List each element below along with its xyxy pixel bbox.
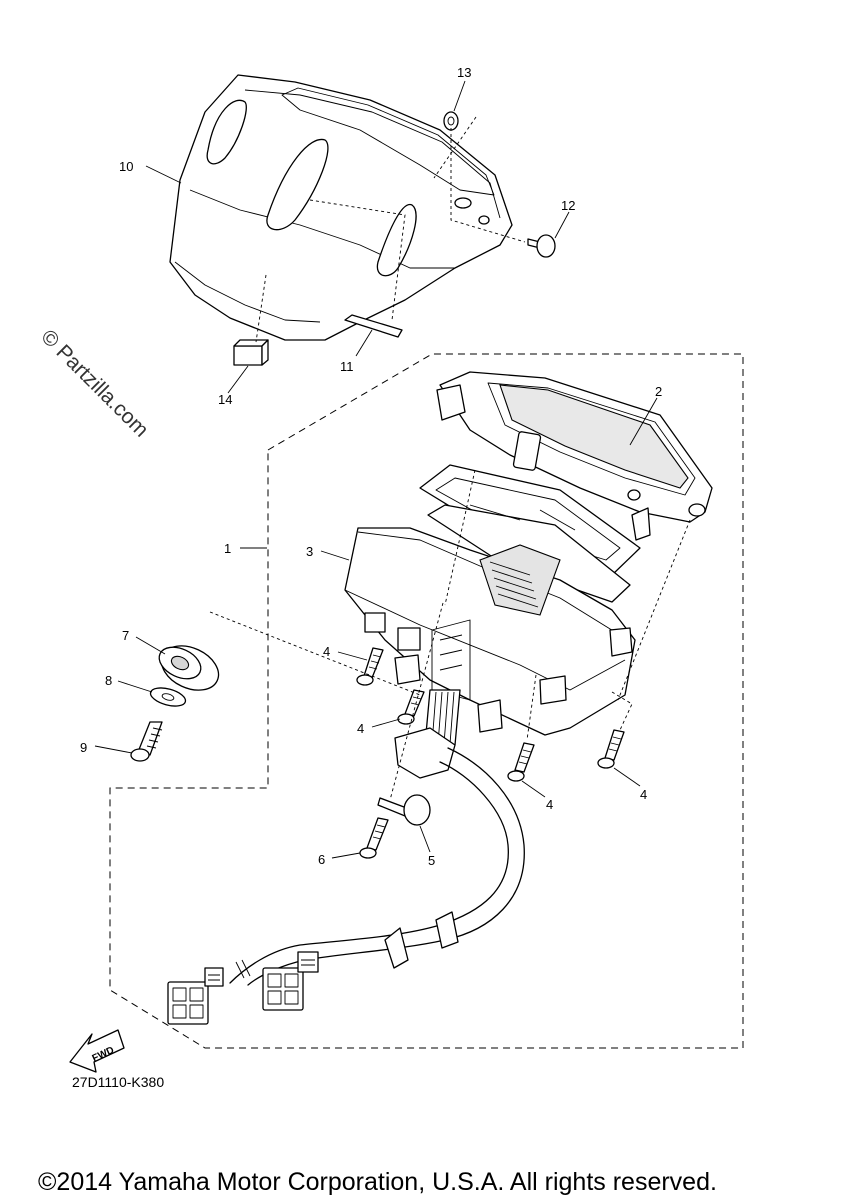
callout-8: 8 <box>105 673 112 688</box>
guide-line <box>611 691 633 731</box>
pad-strip[interactable] <box>344 314 403 338</box>
rubber-damper[interactable] <box>154 637 225 699</box>
meter-cover[interactable] <box>169 74 513 341</box>
screw-4a[interactable] <box>356 647 384 686</box>
leader-14 <box>227 365 249 394</box>
wire-break-marks <box>235 959 251 979</box>
callout-9: 9 <box>80 740 87 755</box>
guide-line <box>444 469 476 606</box>
screw-4c[interactable] <box>507 742 535 782</box>
forward-direction-arrow: FWD <box>69 1029 125 1073</box>
callout-4: 4 <box>323 644 330 659</box>
leader-12 <box>554 211 570 239</box>
callout-4: 4 <box>640 787 647 802</box>
damper-block[interactable] <box>233 339 269 366</box>
cover-screw[interactable] <box>527 234 556 258</box>
screw-4d[interactable] <box>597 729 625 769</box>
harness-connector-a[interactable] <box>167 967 224 1025</box>
callout-7: 7 <box>122 628 129 643</box>
harness-connector-b[interactable] <box>262 951 319 1011</box>
leader-5 <box>419 825 431 853</box>
leader-2 <box>629 397 658 446</box>
meter-lens-case[interactable] <box>436 371 713 541</box>
grommet[interactable] <box>443 111 459 131</box>
leader-9 <box>94 745 133 754</box>
leader-6 <box>331 852 361 859</box>
callout-5: 5 <box>428 853 435 868</box>
diagram-code: 27D1110-K380 <box>72 1074 164 1090</box>
meter-lower-case[interactable] <box>344 527 636 736</box>
callout-11: 11 <box>340 359 354 374</box>
leader-4b <box>371 718 401 728</box>
mounting-bolt[interactable] <box>130 721 163 762</box>
copyright-notice: ©2014 Yamaha Motor Corporation, U.S.A. A… <box>38 1168 717 1196</box>
light-guide[interactable] <box>512 431 542 471</box>
callout-6: 6 <box>318 852 325 867</box>
guide-line <box>433 116 477 179</box>
callout-1: 1 <box>224 541 231 556</box>
leader-13 <box>453 80 466 112</box>
guide-line <box>526 674 537 741</box>
screw-4b[interactable] <box>397 689 425 725</box>
washer[interactable] <box>149 685 188 710</box>
leader-11 <box>355 329 373 357</box>
assembly-boundary <box>109 353 744 1049</box>
leader-4d <box>613 767 641 787</box>
callout-12: 12 <box>561 198 575 213</box>
guide-line <box>617 519 691 701</box>
callout-3: 3 <box>306 544 313 559</box>
guide-line <box>389 602 444 801</box>
leader-3 <box>320 550 350 561</box>
guide-line <box>309 199 406 321</box>
callout-10: 10 <box>119 159 133 174</box>
guide-line <box>255 274 267 343</box>
clamp-screw[interactable] <box>359 817 389 859</box>
leader-8 <box>117 680 153 693</box>
watermark: © Partzilla.com <box>36 325 152 441</box>
guide-line <box>450 128 526 243</box>
wire-harness[interactable] <box>229 727 525 991</box>
guide-line <box>209 611 421 696</box>
leader-4c <box>521 780 546 798</box>
harness-clamp[interactable] <box>377 794 431 826</box>
callout-2: 2 <box>655 384 662 399</box>
leader-10 <box>145 165 182 184</box>
callout-4: 4 <box>357 721 364 736</box>
leader-4a <box>337 651 368 661</box>
callout-13: 13 <box>457 65 471 80</box>
callout-14: 14 <box>218 392 232 407</box>
leader-7 <box>135 636 166 655</box>
callout-4: 4 <box>546 797 553 812</box>
